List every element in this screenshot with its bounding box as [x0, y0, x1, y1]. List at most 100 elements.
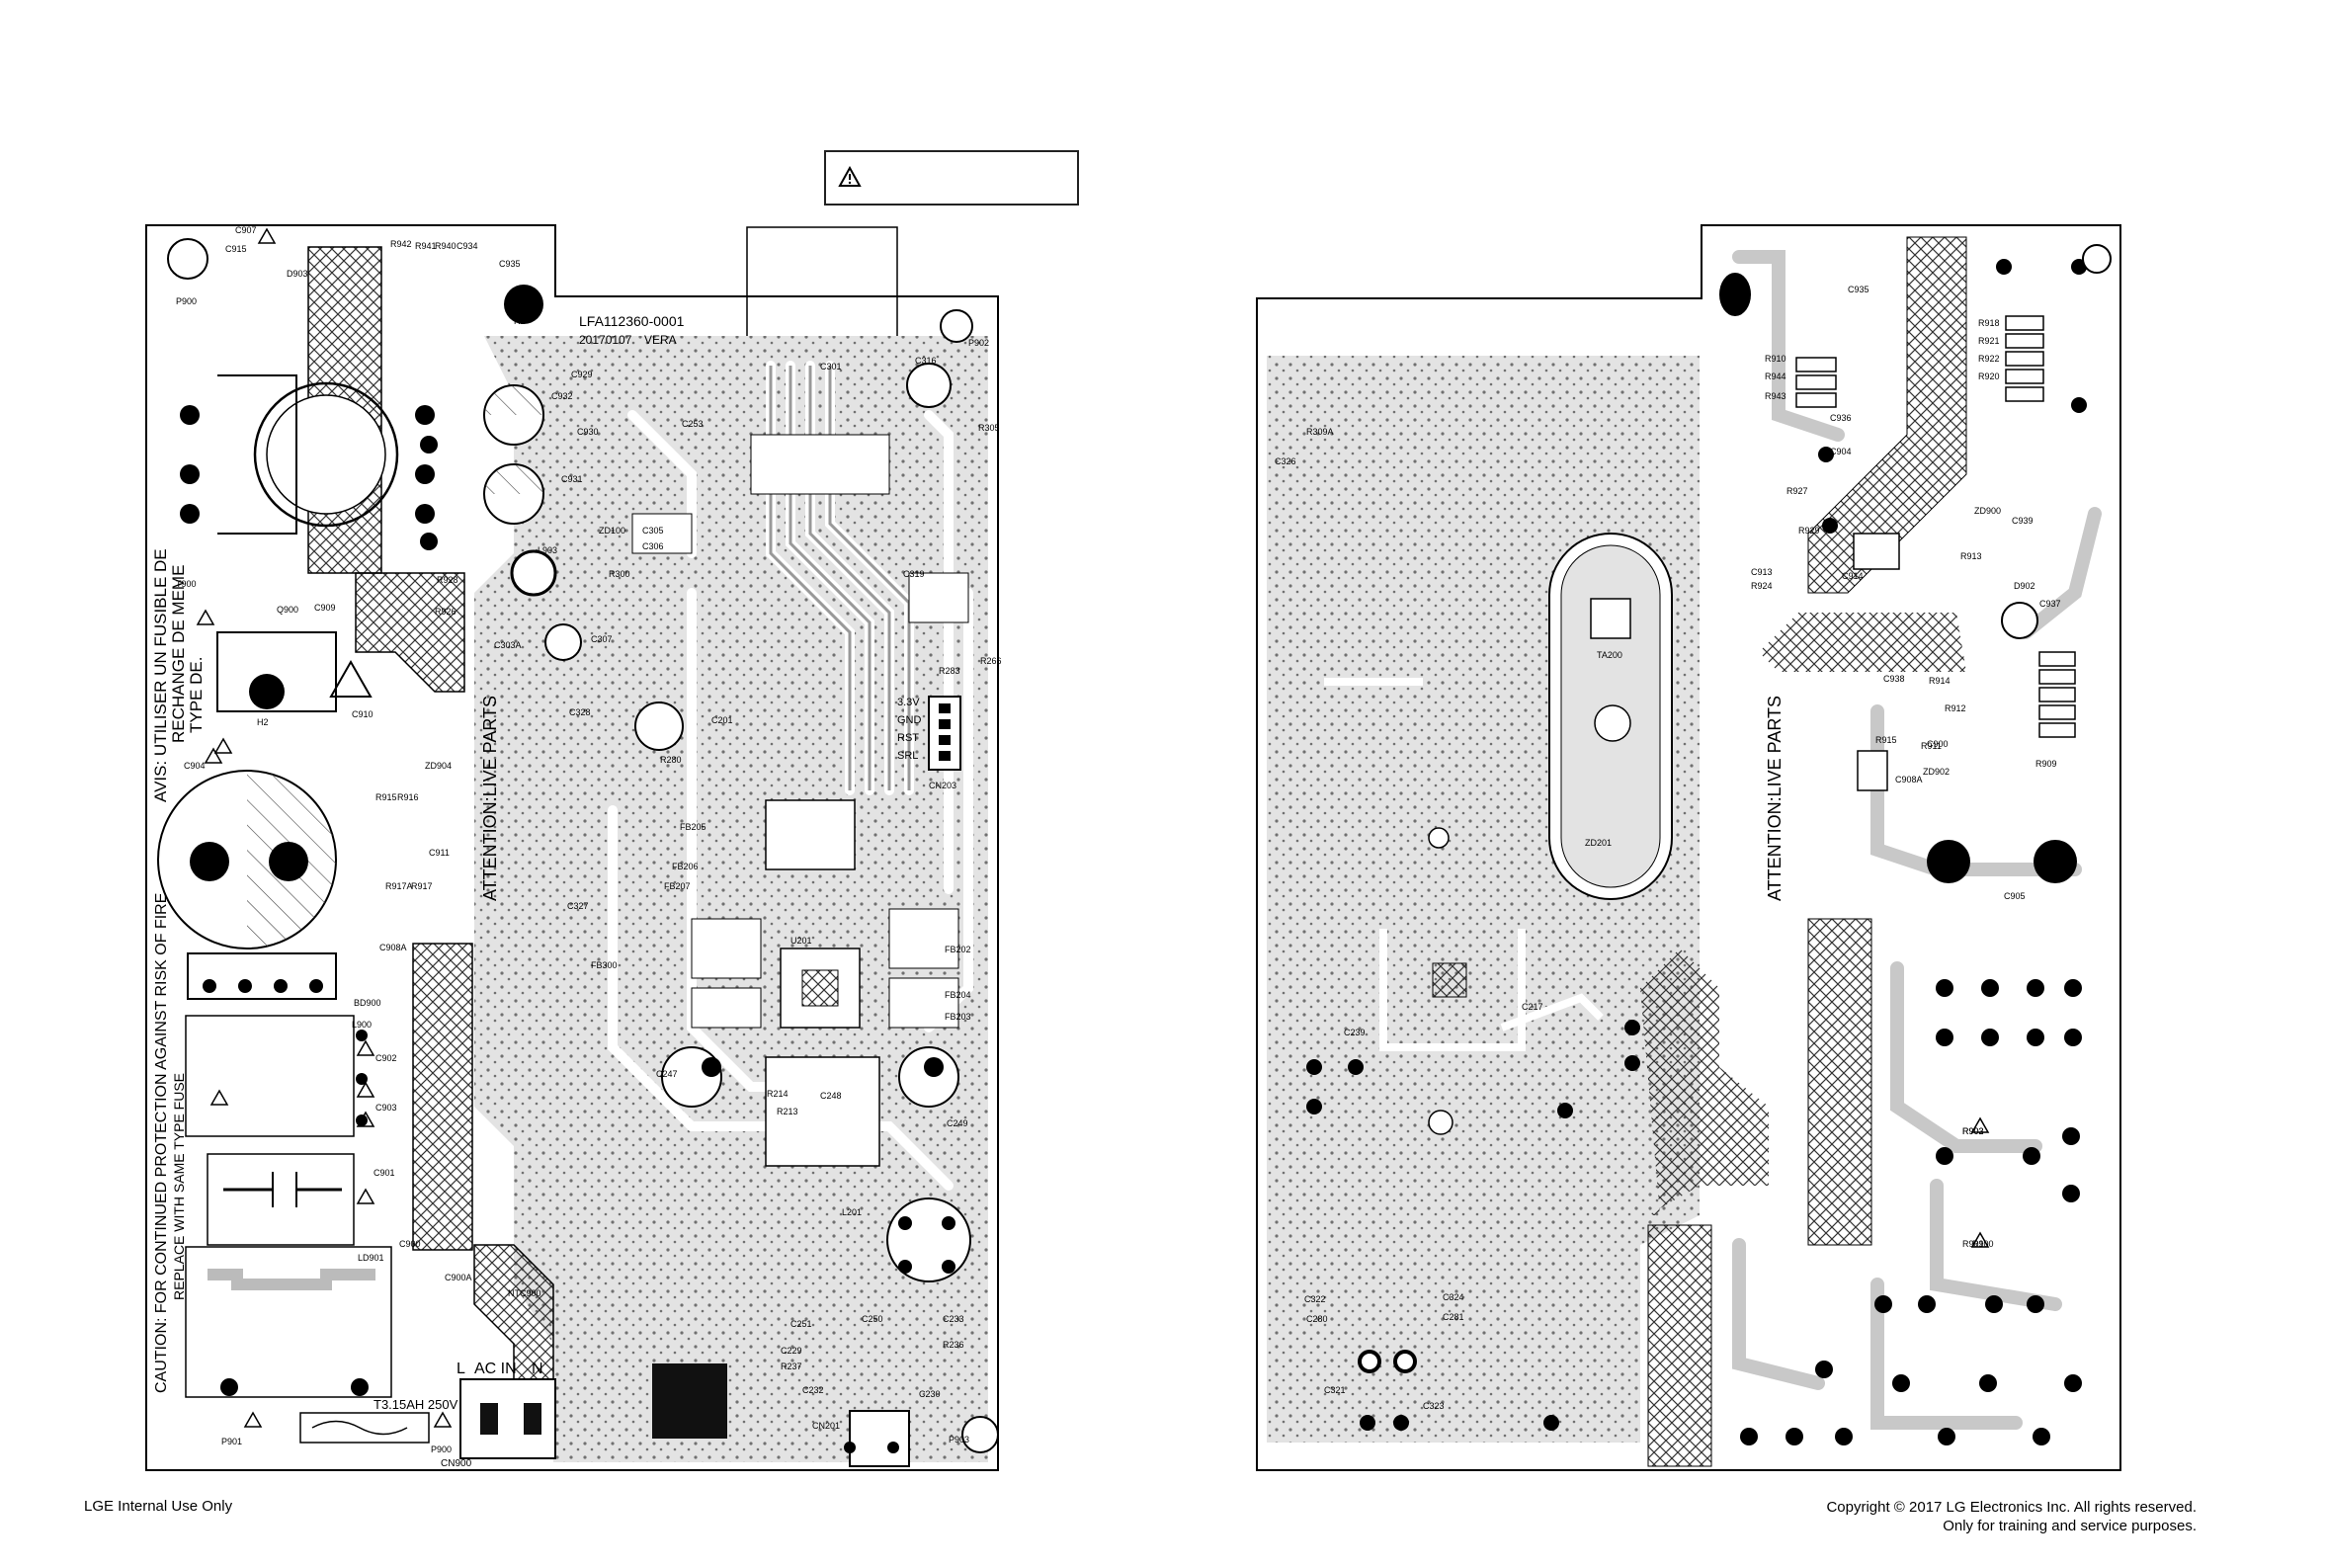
copyright-line: Copyright © 2017 LG Electronics Inc. All… — [1826, 1499, 2197, 1516]
component-label: C934 — [457, 241, 478, 251]
component-label: R266 — [980, 656, 1002, 666]
component-label: C280 — [1306, 1314, 1328, 1324]
component-label: C217 — [1522, 1002, 1543, 1012]
right-board — [1256, 224, 2121, 1471]
component-label: R942 — [390, 239, 412, 249]
component-label: C904 — [1830, 447, 1852, 456]
component-label: C913 — [1751, 567, 1773, 577]
component-label: FB202 — [945, 945, 971, 954]
component-label: C301 — [820, 362, 842, 371]
component-label: FB207 — [664, 881, 691, 891]
component-label: C908A — [1895, 775, 1923, 784]
component-label: R929 — [1798, 526, 1820, 536]
component-label: R917A — [385, 881, 413, 891]
component-label: C253 — [682, 419, 704, 429]
caution-line1: CAUTION: FOR CONTINUED PROTECTION AGAINS… — [153, 893, 170, 1393]
component-label: C230 — [919, 1389, 941, 1399]
component-label: R910 — [1765, 354, 1786, 364]
component-label: R911 — [1921, 741, 1942, 751]
component-label: C930 — [577, 427, 599, 437]
component-label: R213 — [777, 1107, 798, 1116]
component-label: R900 — [1972, 1239, 1994, 1249]
component-label: C328 — [569, 707, 591, 717]
part-number: LFA112360-0001 — [579, 313, 685, 329]
component-label: C229 — [781, 1346, 802, 1356]
component-label: C316 — [915, 356, 937, 366]
header-label: SRL — [897, 750, 918, 762]
component-label: R901 — [1962, 1239, 1984, 1249]
component-label: L201 — [842, 1207, 862, 1217]
component-label: D903 — [287, 269, 308, 279]
component-label: C281 — [1443, 1312, 1464, 1322]
component-label: FB204 — [945, 990, 971, 1000]
footer-copyright: Copyright © 2017 LG Electronics Inc. All… — [1826, 1498, 2197, 1535]
component-label: C901 — [374, 1168, 395, 1178]
component-label: NTC900 — [508, 1288, 541, 1298]
component-label: C321 — [1324, 1385, 1346, 1395]
component-label: FB203 — [945, 1012, 971, 1022]
component-label: C307 — [591, 634, 613, 644]
header-label: GND — [897, 714, 922, 726]
component-label: C936 — [1830, 413, 1852, 423]
component-label: C910 — [352, 709, 374, 719]
warning-box — [824, 150, 1079, 206]
caution-line2: REPLACE WITH SAME TYPE FUSE — [171, 1073, 187, 1300]
component-label: C929 — [571, 370, 593, 379]
warning-fr-line1: AVIS: UTILISER UN FUSIBLE DE — [151, 548, 170, 802]
component-label: TA200 — [1597, 650, 1622, 660]
component-label: R914 — [1929, 676, 1951, 686]
component-label: L903 — [538, 545, 557, 555]
component-label: P903 — [949, 1435, 969, 1444]
component-label: C939 — [2012, 516, 2034, 526]
component-label: R926 — [435, 607, 457, 617]
component-label: D902 — [2014, 581, 2035, 591]
pin-n-label: N — [532, 1361, 543, 1377]
component-label: R944 — [1765, 371, 1786, 381]
component-label: C303A — [494, 640, 522, 650]
ac-in-label: AC IN — [474, 1361, 517, 1377]
component-label: C319 — [903, 569, 925, 579]
component-label: R917 — [411, 881, 433, 891]
component-label: R924 — [1751, 581, 1773, 591]
component-label: C232 — [802, 1385, 824, 1395]
fuse-rating: T3.15AH 250V — [374, 1397, 458, 1412]
component-label: R920 — [1978, 371, 2000, 381]
component-label: R913 — [1960, 551, 1982, 561]
connector-cn900: CN900 — [441, 1458, 472, 1469]
component-label: ZD201 — [1585, 838, 1612, 848]
left-board — [145, 224, 999, 1471]
warning-fr-line3: TYPE DE. — [187, 657, 206, 733]
header-label: RST — [897, 732, 919, 744]
component-label: C905 — [2004, 891, 2026, 901]
component-label: C932 — [551, 391, 573, 401]
component-label: ZD904 — [425, 761, 452, 771]
component-label: C914 — [1842, 571, 1864, 581]
component-label: R927 — [1786, 486, 1808, 496]
component-label: R909 — [2035, 759, 2057, 769]
warning-triangle-icon — [838, 166, 862, 187]
component-label: R922 — [1978, 354, 2000, 364]
component-label: C233 — [943, 1314, 964, 1324]
component-label: C306 — [642, 541, 664, 551]
component-label: C902 — [375, 1053, 397, 1063]
component-label: C903 — [375, 1103, 397, 1113]
warning-fr-line2: RECHANGE DE MEME — [169, 565, 188, 743]
component-label: R214 — [767, 1089, 789, 1099]
component-label: C937 — [2039, 599, 2061, 609]
component-label: C305 — [642, 526, 664, 536]
right-board-text: ATTENTION:LIVE PARTS C935R918R921R922R92… — [1275, 285, 2061, 1411]
component-label: C935 — [499, 259, 521, 269]
component-label: R918 — [1978, 318, 2000, 328]
component-label: C938 — [1883, 674, 1905, 684]
pin-l-label: L — [457, 1361, 465, 1377]
component-label: LD901 — [358, 1253, 384, 1263]
component-label: C911 — [429, 848, 450, 858]
attention-live-parts-left: ATTENTION:LIVE PARTS — [480, 696, 500, 901]
component-label: CN203 — [929, 781, 956, 790]
component-label: L900 — [352, 1020, 372, 1030]
training-line: Only for training and service purposes. — [1943, 1518, 2197, 1534]
component-label: R915 — [1875, 735, 1897, 745]
left-board-text: LFA112360-0001 20170107 VERA AVIS: UTILI… — [151, 225, 1002, 1469]
component-label: P902 — [968, 338, 989, 348]
component-label: R236 — [943, 1340, 964, 1350]
